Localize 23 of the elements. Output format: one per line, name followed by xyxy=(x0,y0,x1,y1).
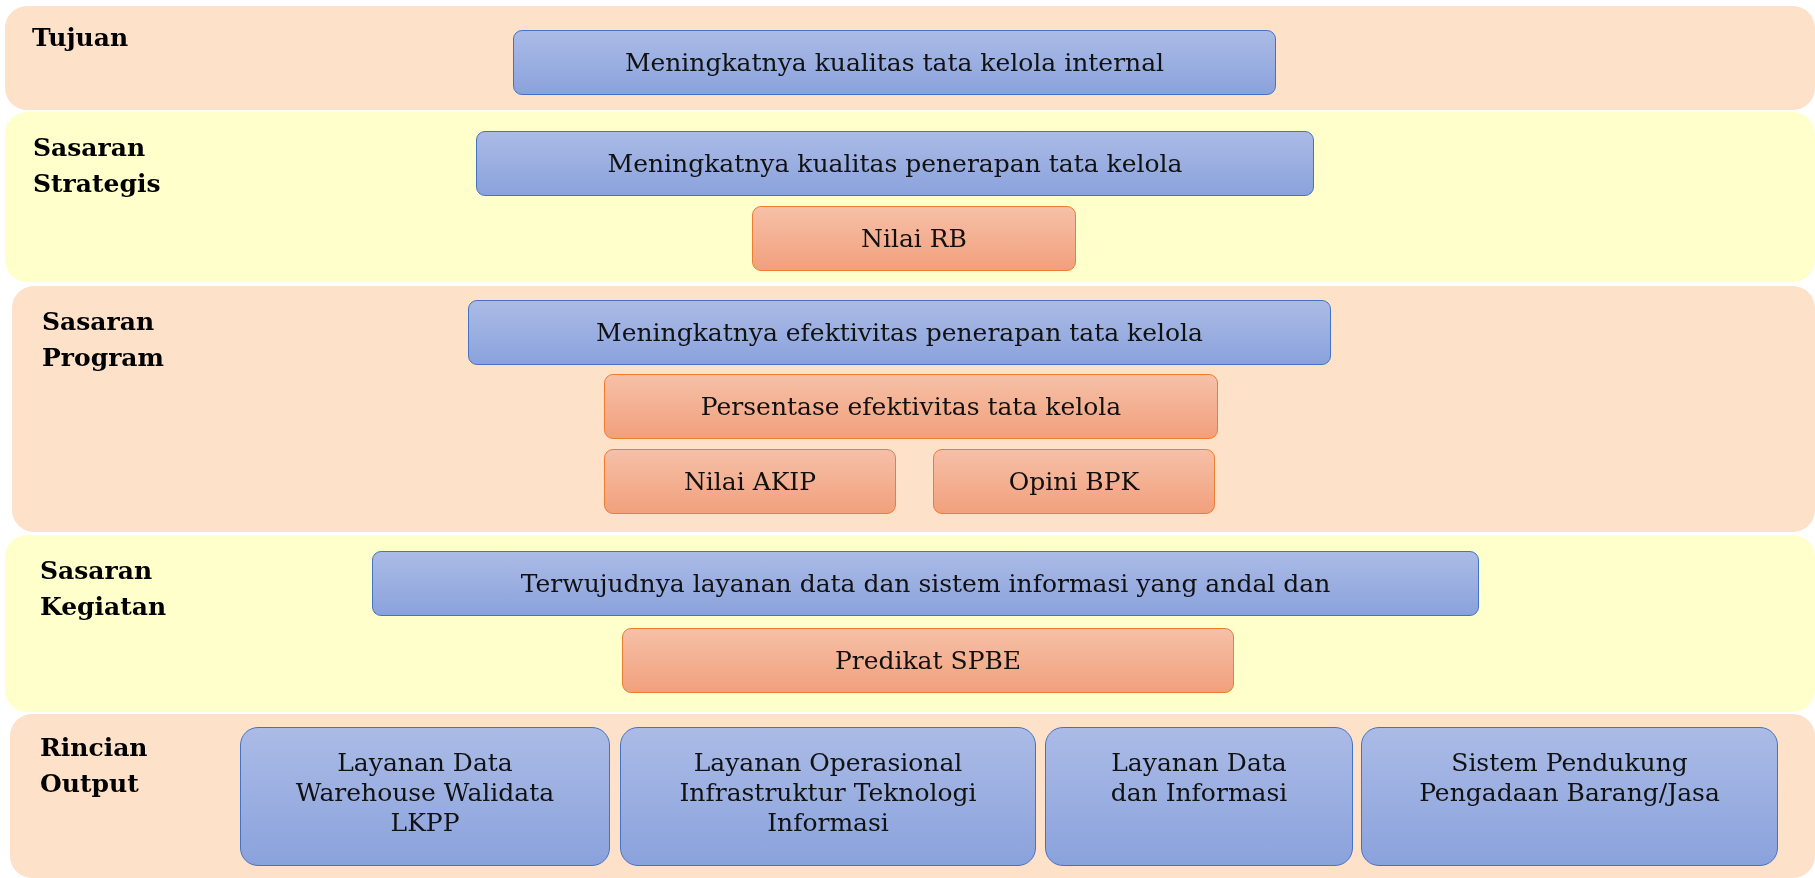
output-box: Layanan Data Warehouse Walidata LKPP xyxy=(240,727,610,866)
indicator-box: Persentase efektivitas tata kelola xyxy=(604,374,1218,439)
output-box: Sistem Pendukung Pengadaan Barang/Jasa xyxy=(1361,727,1778,866)
indicator-box: Nilai AKIP xyxy=(604,449,896,514)
indicator-box: Nilai RB xyxy=(752,206,1076,271)
output-box: Layanan Operasional Infrastruktur Teknologi Informasi xyxy=(620,727,1036,866)
objective-box: Terwujudnya layanan data dan sistem informasi yang andal dan xyxy=(372,551,1479,616)
level-band xyxy=(5,535,1815,712)
objective-box: Meningkatnya efektivitas penerapan tata kelola xyxy=(468,300,1331,365)
indicator-box: Opini BPK xyxy=(933,449,1215,514)
level-label: Tujuan xyxy=(32,22,130,54)
output-box: Layanan Data dan Informasi xyxy=(1045,727,1353,866)
level-label: Sasaran Program xyxy=(42,306,165,375)
level-band xyxy=(10,714,1815,878)
level-band xyxy=(5,6,1815,110)
level-label: Rincian Output xyxy=(40,732,149,801)
objective-box: Meningkatnya kualitas tata kelola internal xyxy=(513,30,1276,95)
level-band xyxy=(12,286,1815,532)
level-label: Sasaran Kegiatan xyxy=(40,555,168,624)
objective-box: Meningkatnya kualitas penerapan tata kelola xyxy=(476,131,1314,196)
level-band xyxy=(5,112,1815,282)
indicator-box: Predikat SPBE xyxy=(622,628,1234,693)
level-label: Sasaran Strategis xyxy=(33,132,162,201)
